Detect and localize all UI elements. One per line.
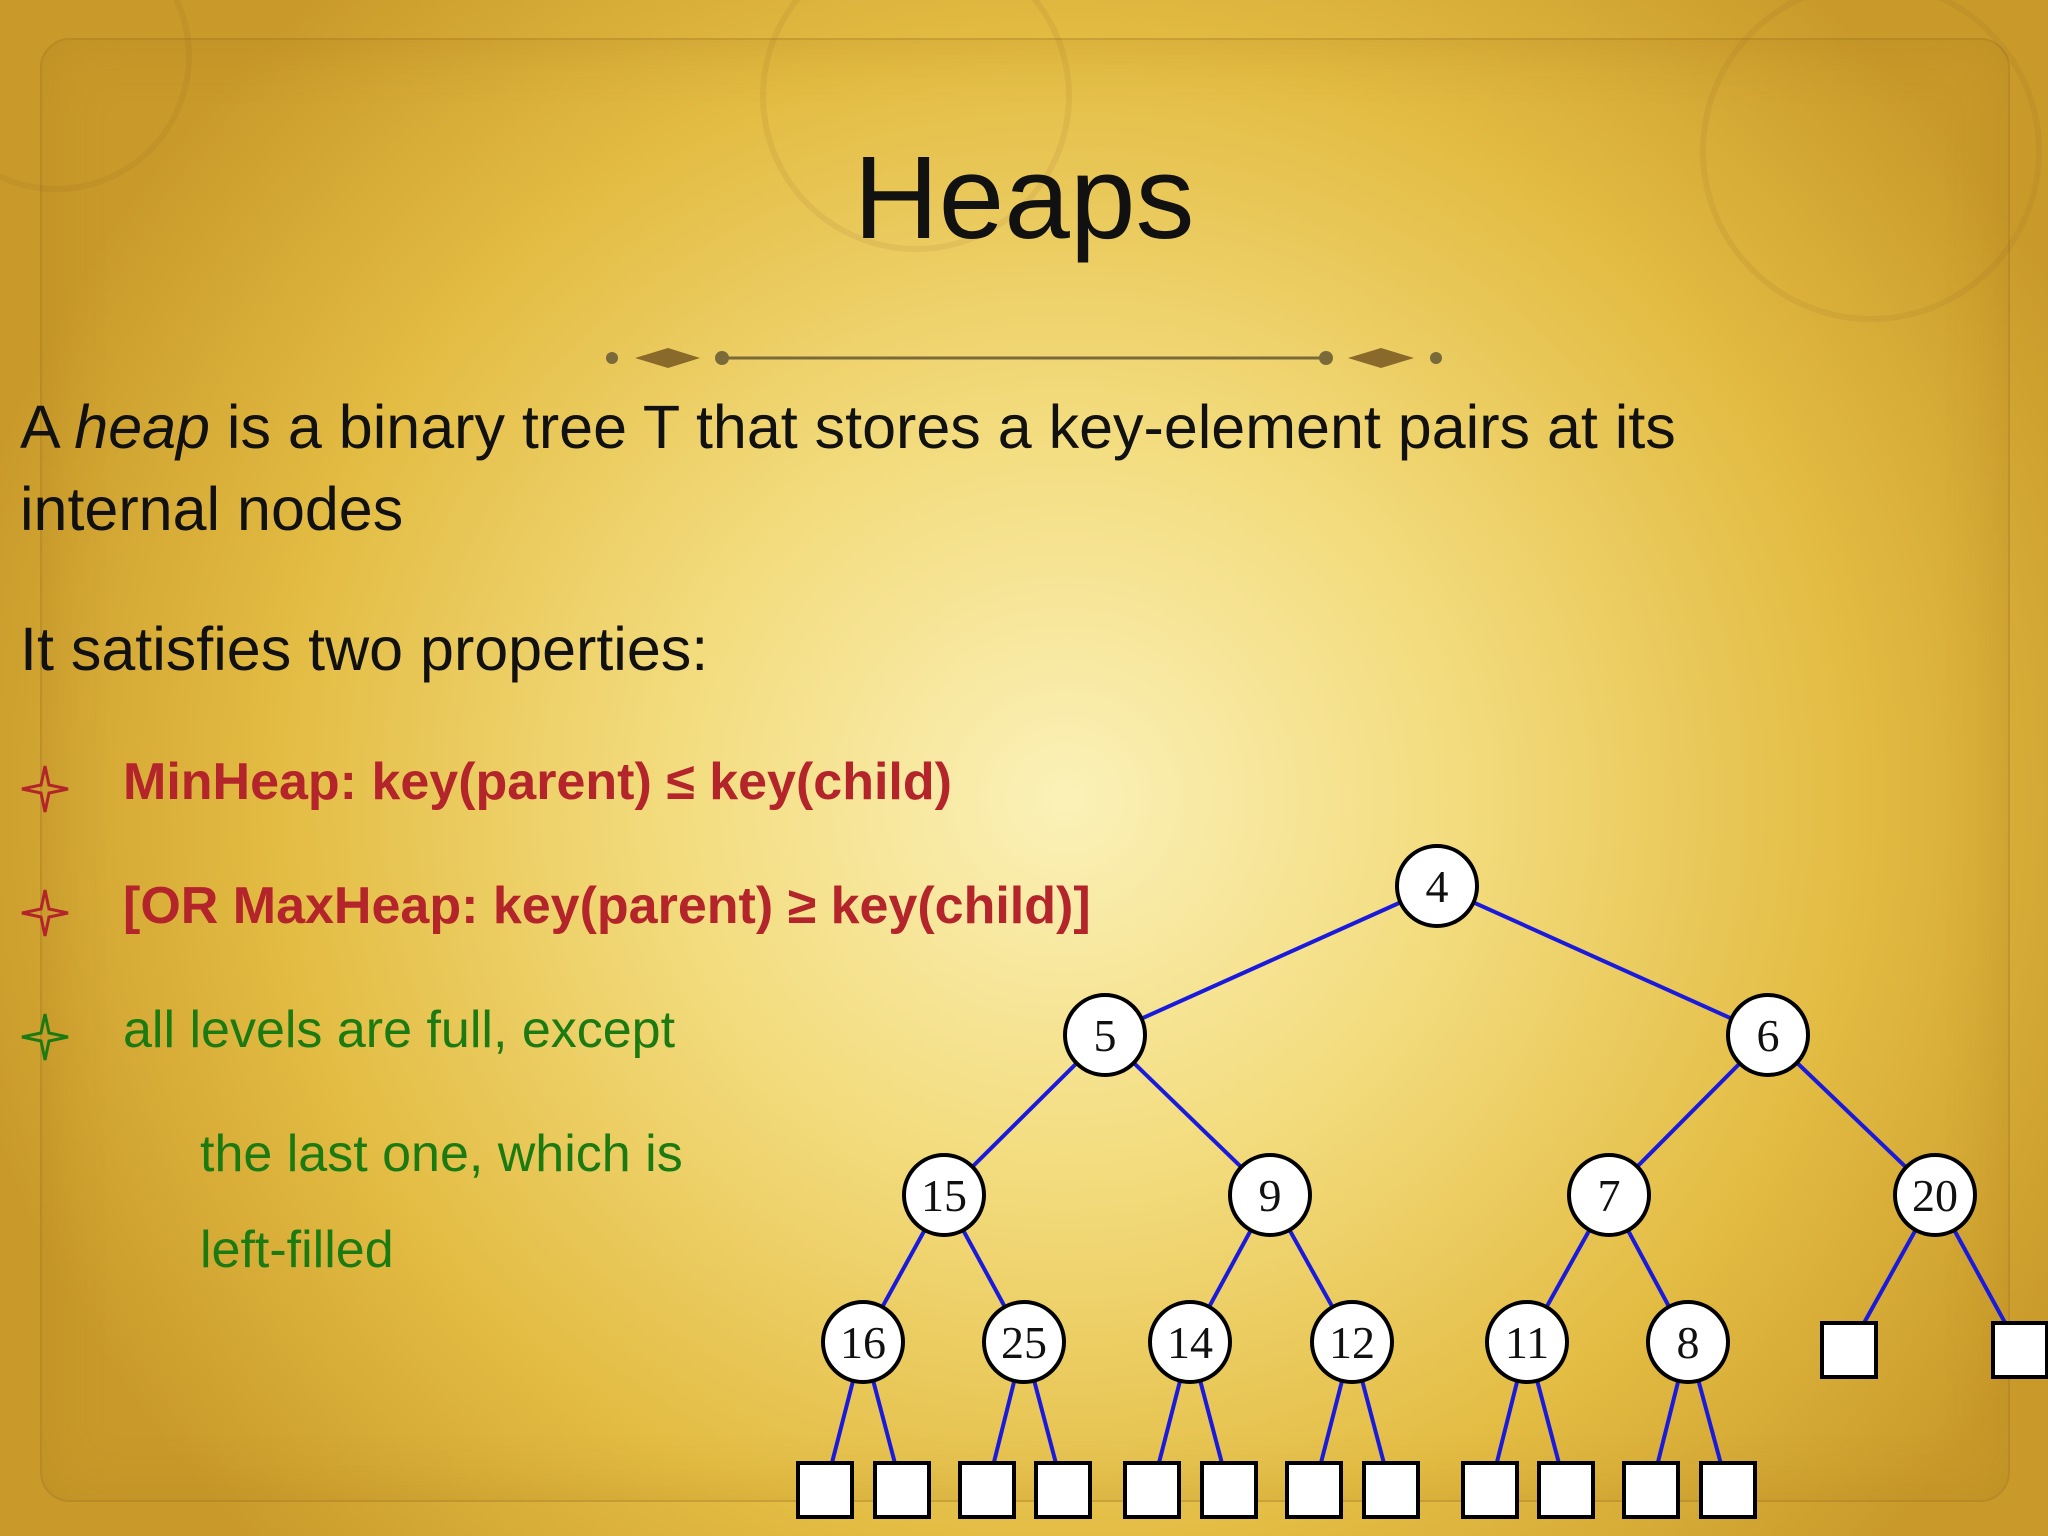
tree-node-key: 12 [1329, 1317, 1375, 1368]
definition-line-2: internal nodes [20, 475, 404, 543]
tree-node-key: 7 [1598, 1170, 1621, 1221]
external-leaf-node [1362, 1461, 1420, 1519]
external-leaf-node [1699, 1461, 1757, 1519]
external-leaf-node [796, 1461, 854, 1519]
slide-title: Heaps [853, 132, 1195, 264]
properties-intro: It satisfies two properties: [20, 615, 709, 683]
background-stamp [1700, 0, 2042, 322]
tree-node-key: 5 [1094, 1010, 1117, 1061]
tree-node-20: 20 [1893, 1153, 1977, 1237]
tree-node-25: 25 [982, 1300, 1066, 1384]
tree-node-circle [982, 1300, 1066, 1384]
tree-node-key: 11 [1505, 1317, 1549, 1368]
tree-edge [1436, 884, 1769, 1037]
tree-node-circle [1310, 1300, 1394, 1384]
tree-node-circle [1395, 844, 1479, 928]
tree-node-circle [1228, 1153, 1312, 1237]
tree-node-key: 25 [1001, 1317, 1047, 1368]
definition-prefix: A [20, 393, 75, 461]
four-point-star-icon [21, 765, 69, 813]
definition-line-1: A heap is a binary tree T that stores a … [20, 386, 1676, 468]
tree-node-circle [1485, 1300, 1569, 1384]
external-leaf-node [1461, 1461, 1519, 1519]
bullet-continuation-2: left-filled [200, 1221, 394, 1279]
tree-node-circle [1646, 1300, 1730, 1384]
tree-node-circle [1893, 1153, 1977, 1237]
bullet-text: MinHeap: key(parent) ≤ key(child) [123, 753, 952, 811]
external-leaf-node [1034, 1461, 1092, 1519]
tree-node-key: 9 [1259, 1170, 1282, 1221]
tree-node-5: 5 [1063, 993, 1147, 1077]
tree-node-circle [1726, 993, 1810, 1077]
external-leaf-node [873, 1461, 931, 1519]
tree-node-11: 11 [1485, 1300, 1569, 1384]
tree-node-9: 9 [1228, 1153, 1312, 1237]
tree-node-circle [1063, 993, 1147, 1077]
external-leaf-node [958, 1461, 1016, 1519]
external-leaf-node [1622, 1461, 1680, 1519]
tree-node-key: 6 [1757, 1010, 1780, 1061]
bullet-text: all levels are full, except [123, 1001, 676, 1059]
tree-node-16: 16 [821, 1300, 905, 1384]
tree-node-14: 14 [1148, 1300, 1232, 1384]
bullet-text: [OR MaxHeap: key(parent) ≥ key(child)] [123, 877, 1091, 935]
ornamental-divider [606, 348, 1442, 368]
tree-node-key: 20 [1912, 1170, 1958, 1221]
four-point-star-icon [21, 889, 69, 937]
tree-node-key: 16 [840, 1317, 886, 1368]
tree-node-circle [902, 1153, 986, 1237]
bullet-continuation-1: the last one, which is [200, 1125, 683, 1183]
external-leaf-node [1820, 1321, 1878, 1379]
tree-node-6: 6 [1726, 993, 1810, 1077]
tree-node-circle [821, 1300, 905, 1384]
external-leaf-node [1991, 1321, 2048, 1379]
tree-edge [1104, 884, 1438, 1037]
tree-node-15: 15 [902, 1153, 986, 1237]
background-stamp [760, 0, 1072, 252]
external-leaf-node [1537, 1461, 1595, 1519]
external-leaf-node [1285, 1461, 1343, 1519]
tree-node-key: 4 [1426, 861, 1449, 912]
tree-node-12: 12 [1310, 1300, 1394, 1384]
tree-node-circle [1567, 1153, 1651, 1237]
external-leaf-node [1200, 1461, 1258, 1519]
tree-node-4: 4 [1395, 844, 1479, 928]
external-leaf-node [1123, 1461, 1181, 1519]
definition-rest: is a binary tree T that stores a key-ele… [209, 393, 1676, 461]
tree-node-key: 15 [921, 1170, 967, 1221]
tree-node-circle [1148, 1300, 1232, 1384]
tree-node-7: 7 [1567, 1153, 1651, 1237]
four-point-star-icon [21, 1013, 69, 1061]
definition-term: heap [74, 393, 210, 461]
tree-node-key: 14 [1167, 1317, 1213, 1368]
tree-node-8: 8 [1646, 1300, 1730, 1384]
tree-node-key: 8 [1677, 1317, 1700, 1368]
